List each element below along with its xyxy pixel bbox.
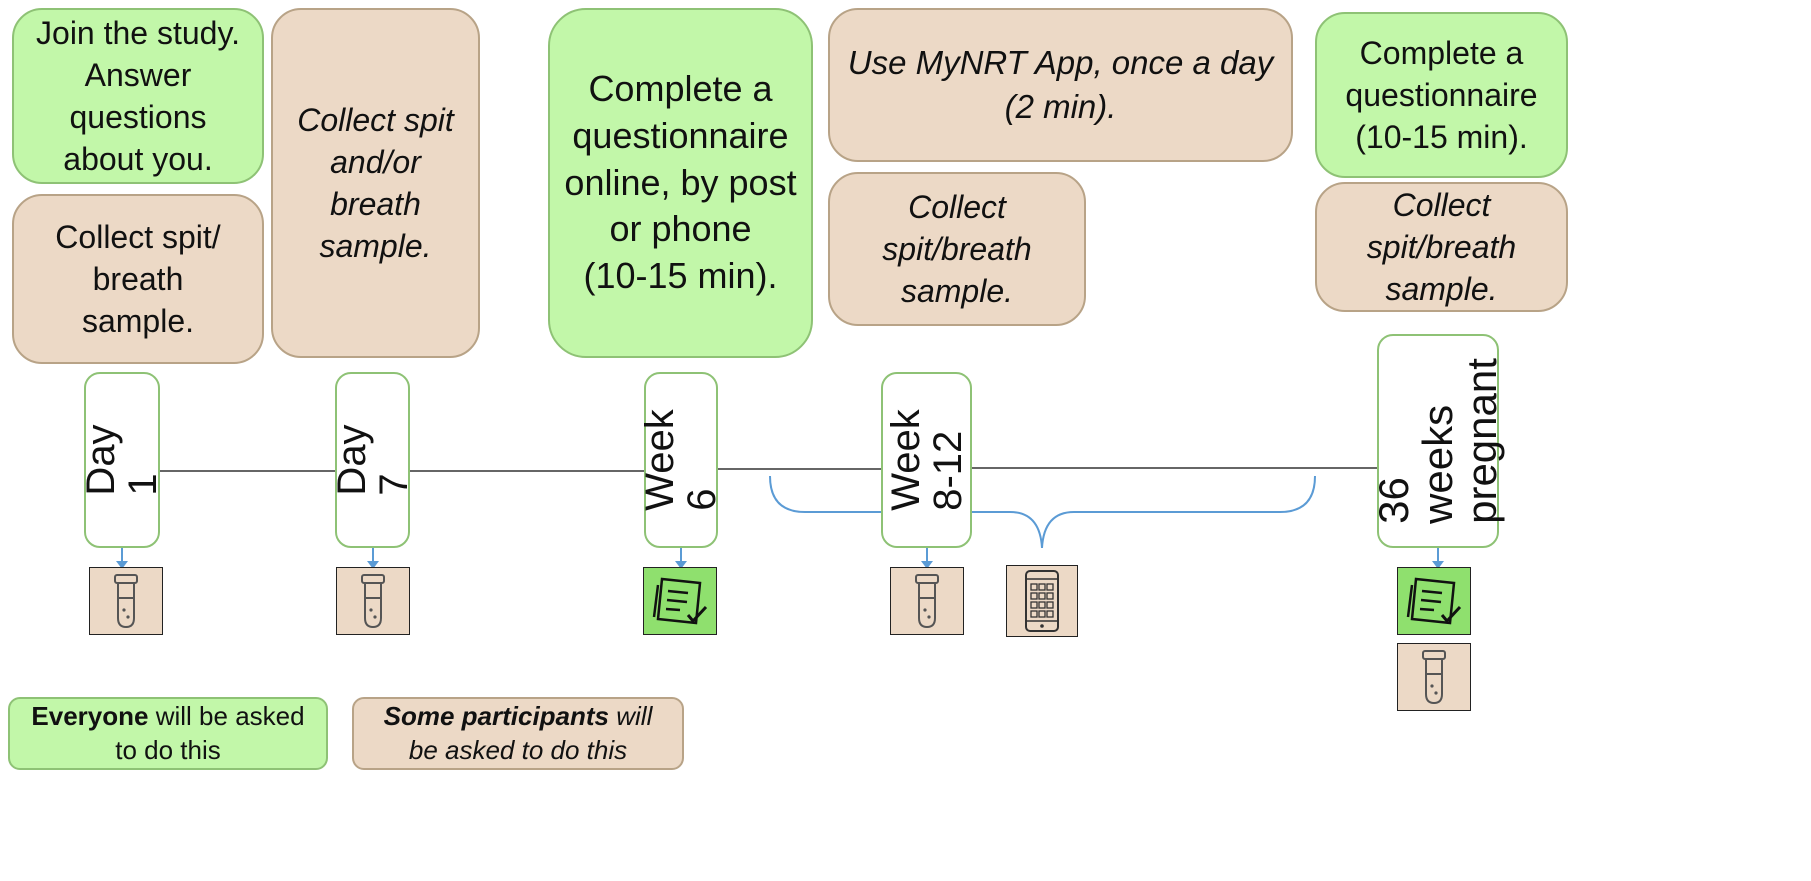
day7-collect-sample-box: Collect spit and/or breath sample.: [271, 8, 480, 358]
mynrt-app-box: Use MyNRT App, once a day (2 min).: [828, 8, 1293, 162]
timeline-line: [160, 470, 335, 472]
test-tube-icon: [336, 567, 410, 635]
day1-collect-sample-box: Collect spit/ breath sample.: [12, 194, 264, 364]
timeline-line: [718, 468, 881, 470]
legend-some-participants: Some participants will be asked to do th…: [352, 697, 684, 770]
test-tube-icon: [890, 567, 964, 635]
down-arrow: [921, 548, 933, 569]
legend-some-bold: Some participants: [383, 701, 610, 732]
legend-everyone-bold: Everyone: [31, 701, 149, 732]
timeline-label-week8-12: Week 8-12: [883, 409, 970, 511]
down-arrow: [116, 548, 128, 569]
down-arrow: [1432, 548, 1444, 569]
legend-everyone-line1: Everyone will be asked: [31, 700, 304, 733]
week36-collect-sample-box: Collect spit/breath sample.: [1315, 182, 1568, 312]
down-arrow: [675, 548, 687, 569]
timeline-label-week6: Week 6: [638, 409, 724, 511]
legend-some-line2: be asked to do this: [408, 734, 628, 765]
timeline-marker-day7: Day 7: [330, 372, 416, 548]
timeline-label-day7: Day 7: [329, 424, 416, 496]
legend-everyone-line2: to do this: [115, 734, 221, 765]
test-tube-icon: [89, 567, 163, 635]
timeline-marker-week36: 36 weeks pregnant: [1370, 334, 1505, 548]
timeline-marker-week6: Week 6: [638, 372, 724, 548]
legend-some-rest: will: [609, 701, 653, 732]
join-study-box: Join the study. Answer questions about y…: [12, 8, 264, 184]
timeline-line: [972, 467, 1377, 469]
smartphone-app-icon: [1006, 565, 1078, 637]
timeline-line: [410, 470, 644, 472]
down-arrow: [367, 548, 379, 569]
questionnaire-icon: [643, 567, 717, 635]
timeline-marker-day1: Day 1: [79, 372, 165, 548]
week8-collect-sample-box: Collect spit/breath sample.: [828, 172, 1086, 326]
legend-everyone-rest: will be asked: [148, 701, 305, 732]
questionnaire-icon: [1397, 567, 1471, 635]
week36-questionnaire-box: Complete a questionnaire (10-15 min).: [1315, 12, 1568, 178]
timeline-label-week36: 36 weeks pregnant: [1369, 358, 1506, 524]
timeline-marker-week8-12: Week 8-12: [881, 372, 972, 548]
timeline-label-day1: Day 1: [79, 424, 165, 496]
test-tube-icon: [1397, 643, 1471, 711]
legend-everyone: Everyone will be asked to do this: [8, 697, 328, 770]
week6-questionnaire-box: Complete a questionnaire online, by post…: [548, 8, 813, 358]
legend-some-line1: Some participants will: [384, 700, 653, 733]
